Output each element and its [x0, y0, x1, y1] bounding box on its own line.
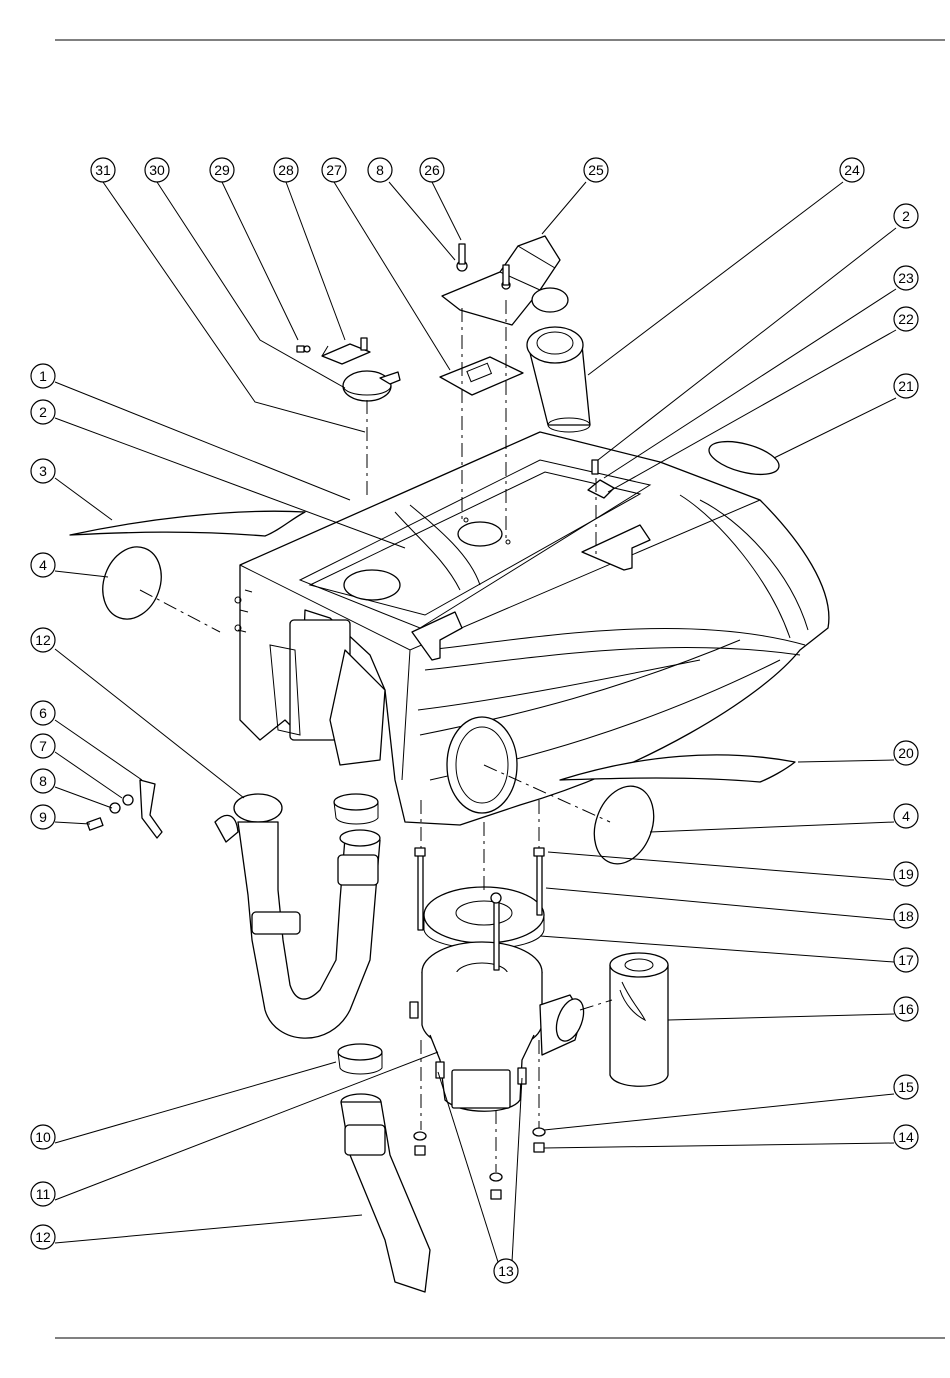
callout-label: 1 [39, 368, 47, 384]
callout-4-left: 4 [31, 553, 55, 577]
callout-label: 15 [898, 1079, 914, 1095]
callout-26: 26 [420, 158, 444, 182]
callout-16: 16 [894, 997, 918, 1021]
callout-label: 26 [424, 162, 440, 178]
callout-label: 31 [95, 162, 111, 178]
callout-label: 10 [35, 1129, 51, 1145]
callout-21: 21 [894, 374, 918, 398]
callout-18: 18 [894, 904, 918, 928]
bracket-part-28 [297, 338, 370, 364]
hose-part-12-bottom [341, 1094, 430, 1292]
callout-label: 16 [898, 1001, 914, 1017]
callout-label: 27 [326, 162, 342, 178]
dome-cover-part-30 [343, 371, 400, 401]
callout-4-right: 4 [894, 804, 918, 828]
callout-label: 18 [898, 908, 914, 924]
hose-part-12-top [215, 794, 380, 1038]
callout-label: 29 [214, 162, 230, 178]
callout-label: 8 [376, 162, 384, 178]
callout-label: 19 [898, 866, 914, 882]
callout-label: 23 [898, 270, 914, 286]
callout-7: 7 [31, 734, 55, 758]
callout-12-top: 12 [31, 628, 55, 652]
callout-label: 21 [898, 378, 914, 394]
callout-24: 24 [840, 158, 864, 182]
callout-30: 30 [145, 158, 169, 182]
inlet-tube-part-24 [527, 327, 590, 432]
gasket-part-27 [440, 357, 523, 395]
filter-oval-part-21 [706, 435, 783, 481]
vacuum-motor-part-11 [422, 942, 589, 1111]
callout-label: 22 [898, 311, 914, 327]
callout-20: 20 [894, 741, 918, 765]
callout-3: 3 [31, 459, 55, 483]
callout-label: 4 [39, 557, 47, 573]
callout-22: 22 [894, 307, 918, 331]
callout-label: 13 [498, 1263, 514, 1279]
callout-23: 23 [894, 266, 918, 290]
gasket-ring-part-17 [424, 887, 544, 949]
callout-label: 25 [588, 162, 604, 178]
callout-label: 7 [39, 738, 47, 754]
cylinder-part-16 [610, 953, 668, 1086]
callout-17: 17 [894, 948, 918, 972]
callout-6: 6 [31, 701, 55, 725]
callout-15: 15 [894, 1075, 918, 1099]
callout-label: 28 [278, 162, 294, 178]
callout-19: 19 [894, 862, 918, 886]
callout-2-right: 2 [894, 204, 918, 228]
duct-part-25 [442, 236, 568, 325]
filter-disc-part-4-left [93, 539, 171, 628]
callout-label: 2 [39, 404, 47, 420]
callout-10: 10 [31, 1125, 55, 1149]
callout-31: 31 [91, 158, 115, 182]
callout-27: 27 [322, 158, 346, 182]
callout-label: 2 [902, 208, 910, 224]
callout-8-top: 8 [368, 158, 392, 182]
callout-14: 14 [894, 1125, 918, 1149]
callout-9: 9 [31, 805, 55, 829]
callout-11: 11 [31, 1182, 55, 1206]
callout-label: 24 [844, 162, 860, 178]
callout-label: 30 [149, 162, 165, 178]
callout-label: 3 [39, 463, 47, 479]
latch-part-6 [87, 780, 162, 838]
callout-label: 14 [898, 1129, 914, 1145]
callout-label: 12 [35, 1229, 51, 1245]
callout-label: 4 [902, 808, 910, 824]
callout-28: 28 [274, 158, 298, 182]
callout-label: 12 [35, 632, 51, 648]
callout-2-left: 2 [31, 400, 55, 424]
callout-25: 25 [584, 158, 608, 182]
callout-label: 9 [39, 809, 47, 825]
callout-label: 8 [39, 773, 47, 789]
callout-8-left: 8 [31, 769, 55, 793]
callout-label: 6 [39, 705, 47, 721]
callout-label: 20 [898, 745, 914, 761]
callout-label: 17 [898, 952, 914, 968]
callout-29: 29 [210, 158, 234, 182]
callout-13: 13 [494, 1259, 518, 1283]
callout-12-bottom: 12 [31, 1225, 55, 1249]
callout-label: 11 [36, 1186, 51, 1202]
callout-1: 1 [31, 364, 55, 388]
